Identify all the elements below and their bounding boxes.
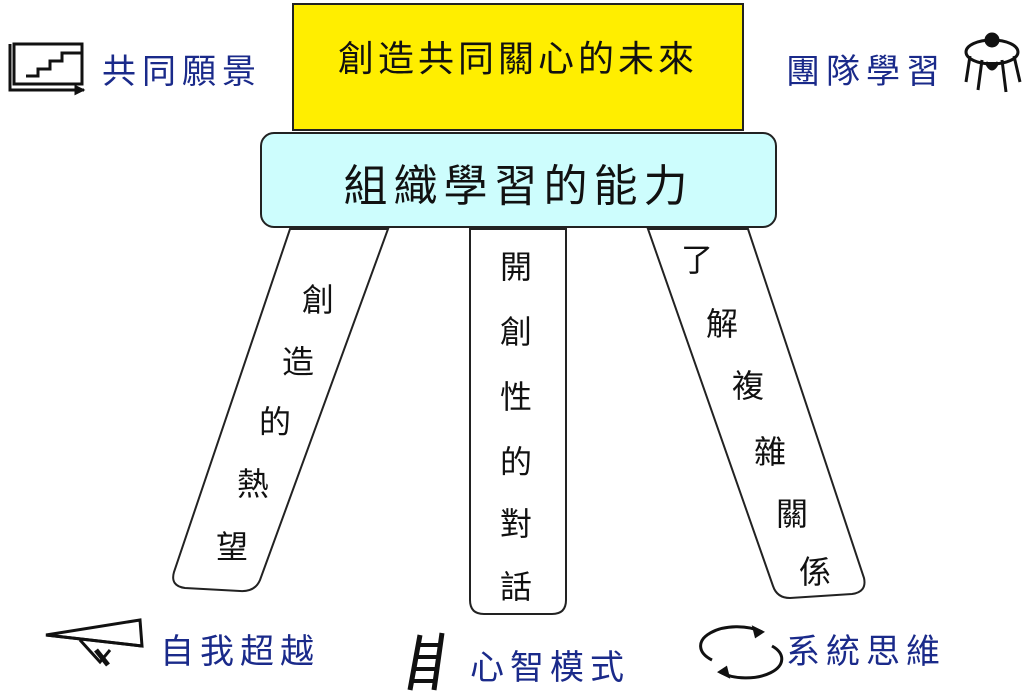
staircase-chart-icon	[8, 42, 86, 96]
right-pillar-char: 複	[731, 367, 765, 405]
paper-plane-icon	[45, 618, 144, 667]
left-pillar-char: 望	[215, 528, 249, 566]
right-pillar-char: 關	[775, 495, 809, 533]
left-pillar-char: 的	[258, 403, 292, 441]
left-pillar	[172, 228, 390, 593]
cycle-arrows-icon	[699, 625, 784, 680]
left-pillar-char: 創	[301, 281, 335, 319]
middle-pillar-char: 性	[499, 378, 533, 416]
middle-pillar-char: 話	[499, 568, 533, 606]
left-pillar-char: 熱	[236, 465, 270, 503]
right-pillar-char: 雜	[753, 433, 787, 471]
ladder-icon	[407, 632, 445, 691]
middle-pillar-char: 的	[499, 443, 533, 481]
right-pillar-char: 解	[705, 305, 739, 343]
shared-vision-label: 共同願景	[102, 52, 262, 92]
middle-pillar-char: 開	[499, 248, 533, 286]
left-pillar-char: 造	[281, 343, 315, 381]
middle-pillar-char: 對	[499, 505, 533, 543]
beam-title: 組織學習的能力	[343, 161, 694, 212]
beam-box	[260, 132, 777, 228]
right-pillar-char: 了	[680, 241, 714, 279]
team-learning-label: 團隊學習	[786, 52, 946, 92]
middle-pillar-char: 創	[499, 313, 533, 351]
personal-mastery-label: 自我超越	[160, 632, 320, 672]
right-pillar-char: 係	[798, 553, 832, 591]
team-huddle-icon	[964, 32, 1022, 93]
roof-box	[292, 3, 744, 131]
systems-thinking-label: 系統思維	[786, 632, 946, 672]
roof-title: 創造共同關心的未來	[337, 39, 698, 80]
middle-pillar	[469, 228, 567, 615]
right-pillar	[646, 228, 866, 600]
mental-models-label: 心智模式	[470, 648, 630, 688]
